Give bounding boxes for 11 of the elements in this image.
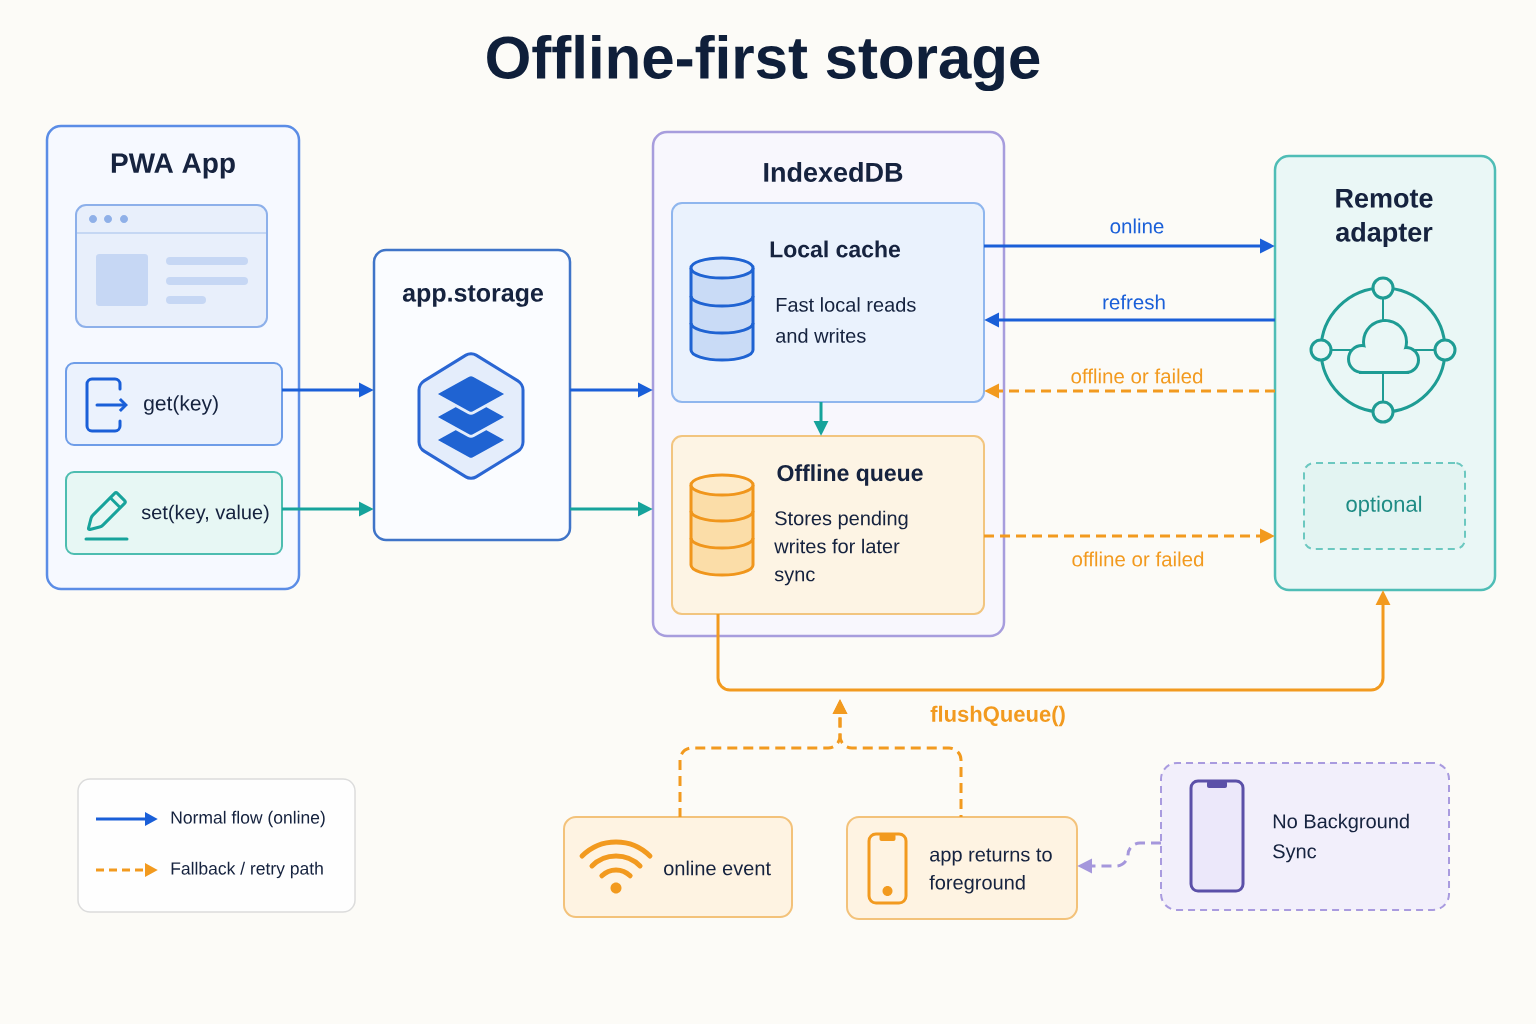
event-box: app returns to foreground bbox=[846, 816, 1078, 920]
tag-box: optional bbox=[1303, 462, 1466, 550]
legend-text: Fallback / retry path bbox=[171, 861, 323, 879]
edge-label: offline or failed bbox=[1068, 548, 1208, 570]
edge-label: flushQueue() bbox=[927, 702, 1069, 730]
event-box: online event bbox=[563, 816, 793, 918]
legend-text: Normal flow (online) bbox=[171, 810, 325, 828]
edge-label: refresh bbox=[1099, 291, 1169, 313]
edge-label: online bbox=[1106, 215, 1168, 237]
title: Offline-first storage bbox=[487, 34, 1040, 92]
edge-label: offline or failed bbox=[1067, 365, 1207, 387]
